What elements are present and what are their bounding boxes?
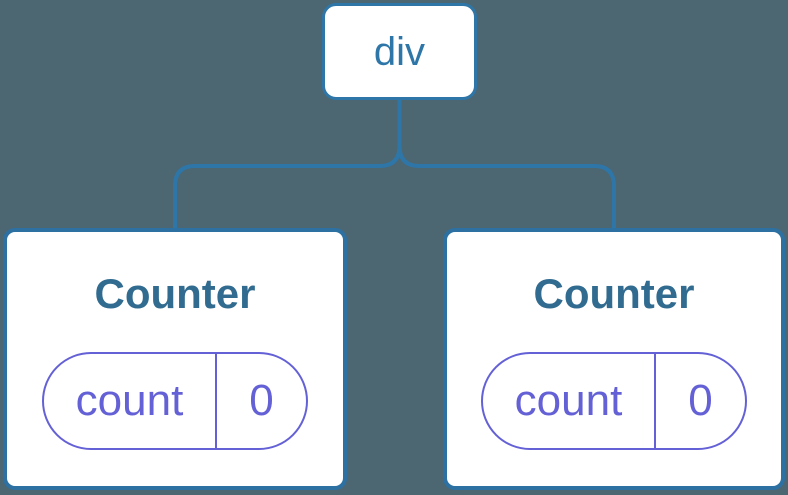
state-pill: count 0 xyxy=(481,352,747,451)
state-value-label: 0 xyxy=(249,376,274,426)
connector-branch-right xyxy=(397,98,616,232)
state-value-cell: 0 xyxy=(656,354,745,448)
connector-branch-left xyxy=(173,98,402,232)
component-card-2: Counter count 0 xyxy=(443,228,785,490)
component-title: Counter xyxy=(533,270,695,317)
root-node-label: div xyxy=(373,29,426,74)
state-key-label: count xyxy=(75,376,184,426)
state-key-cell: count xyxy=(44,354,217,449)
state-key-label: count xyxy=(514,376,623,426)
state-value-cell: 0 xyxy=(217,354,306,448)
state-pill: count 0 xyxy=(42,352,308,451)
state-value-label: 0 xyxy=(688,376,713,426)
component-card-1: Counter count 0 xyxy=(3,228,347,490)
component-title: Counter xyxy=(94,270,256,317)
state-key-cell: count xyxy=(483,354,656,449)
tree-node-root: div xyxy=(322,3,477,100)
